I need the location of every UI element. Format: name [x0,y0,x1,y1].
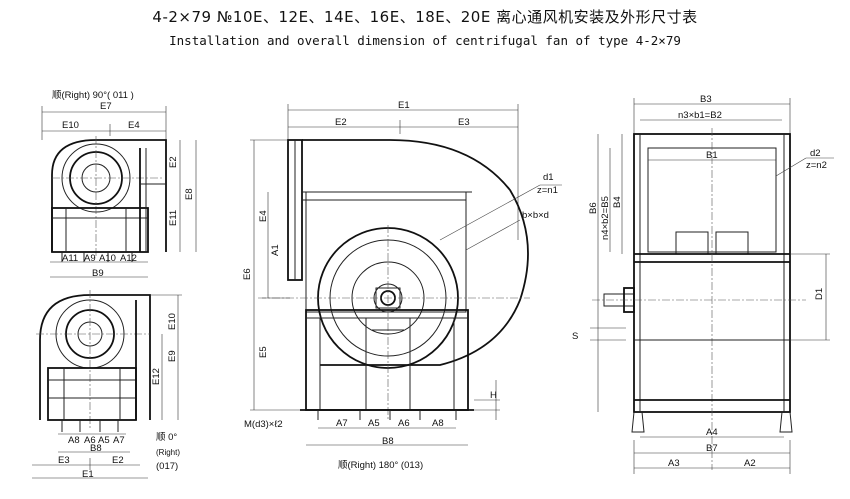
dim-A5: A5 [98,435,110,446]
dim-E2-center: E2 [335,117,347,128]
dim-H: H [490,390,497,401]
dim-B3: B3 [700,94,712,105]
view-center: E1 E2 E3 [242,100,562,471]
dim-B9: B9 [92,268,104,279]
dim-A12: A12 [120,253,137,264]
dim-B7: B7 [706,443,718,454]
dim-B8-left: B8 [90,443,102,454]
dim-A3: A3 [668,458,680,469]
dim-E5: E5 [258,346,269,358]
dim-A10: A10 [99,253,116,264]
dim-A4: A4 [706,427,718,438]
dim-A11: A11 [62,253,78,264]
dim-E10: E10 [62,120,79,131]
dim-E1-left: E1 [82,469,94,480]
dim-n3b1-B2: n3×b1=B2 [678,110,722,121]
view-bottom-left: E10 E9 E12 A8 A6 A5 A7 B8 E3 E2 E1 顺 0° … [32,290,182,480]
dim-E2: E2 [168,156,179,168]
dim-A5-center: A5 [368,418,380,429]
dim-E7: E7 [100,101,112,112]
dim-E8: E8 [184,188,195,200]
dim-B6: B6 [588,202,599,214]
dim-S: S [572,331,578,342]
dim-A8-center: A8 [432,418,444,429]
page-title: 4-2×79 №10E、12E、14E、16E、18E、20E 离心通风机安装及… [152,8,698,26]
label-d1: d1 [543,172,554,183]
dim-B1: B1 [706,150,718,161]
caption-bl-right: (Right) [156,448,180,457]
caption-top-left: 顺(Right) 90°( 011 ) [52,90,134,101]
label-z-n2: z=n2 [806,160,827,171]
label-z-n1: z=n1 [537,185,558,196]
label-d2: d2 [810,148,821,159]
dim-E10-b: E10 [167,313,178,330]
dim-n4b2-B5: n4×b2=B5 [600,196,611,240]
dim-A8: A8 [68,435,80,446]
dim-E3-left: E3 [58,455,70,466]
dim-E2-left: E2 [112,455,124,466]
dim-A7: A7 [113,435,125,446]
dim-D1: D1 [814,288,825,300]
dim-A2: A2 [744,458,756,469]
caption-bl-main: 顺 0° [156,432,177,443]
dim-E4-center: E4 [258,210,269,222]
dim-A9: A9 [84,253,96,264]
dim-E3-center: E3 [458,117,470,128]
label-bxbxd: b×b×d [522,210,549,221]
view-top-left: 顺(Right) 90°( 011 ) E7 E10 E4 E2 [41,90,197,279]
dim-E11: E11 [168,210,179,226]
dim-B8-center: B8 [382,436,394,447]
dim-B4: B4 [612,196,623,208]
page-subtitle: Installation and overall dimension of ce… [169,33,681,48]
caption-center: 顺(Right) 180° (013) [338,460,423,471]
dim-E6: E6 [242,268,253,280]
dim-E12: E12 [151,368,162,385]
dim-A1: A1 [270,244,281,256]
dim-A7-center: A7 [336,418,348,429]
dim-A6-center: A6 [398,418,410,429]
caption-bl-code: (017) [156,461,178,472]
dim-E4: E4 [128,120,140,131]
dim-A6: A6 [84,435,96,446]
dim-E1-center: E1 [398,100,410,111]
view-right: B3 n3×b1=B2 B1 B6 n4×b2=B5 B4 [572,94,834,474]
dim-E9: E9 [167,350,178,362]
label-M-d3-l2: M(d3)×ℓ2 [244,419,283,430]
